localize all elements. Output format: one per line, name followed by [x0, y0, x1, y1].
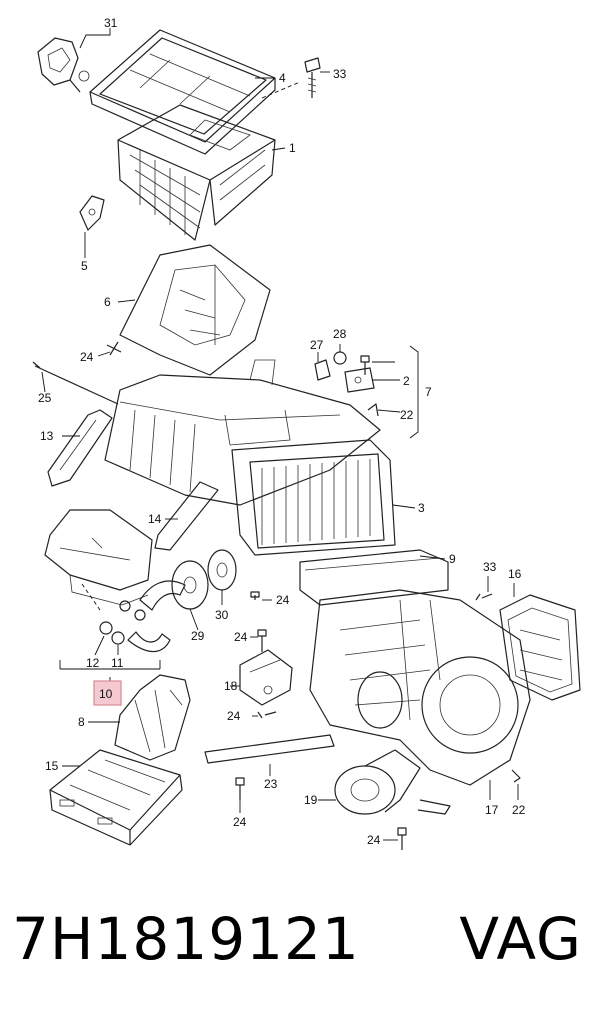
- callout-label: 33: [483, 560, 497, 574]
- callout-label: 24: [80, 350, 94, 364]
- callout-label: 22: [512, 803, 526, 817]
- exploded-parts-diagram: 31 4 33 1 5 6 27 28 24 25 2 7 22 13 3 14…: [32, 16, 581, 850]
- callout-label: 7: [425, 385, 432, 399]
- callout-label: 18: [224, 679, 238, 693]
- callout-label: 5: [81, 259, 88, 273]
- part-17-blower-housing: [309, 589, 531, 786]
- part-30-ring: [207, 549, 237, 591]
- callout-label: 9: [449, 552, 456, 566]
- callout-label: 25: [38, 391, 52, 405]
- part-22-clips: [367, 403, 521, 783]
- callout-label: 16: [508, 567, 522, 581]
- parts-27-28-fittings: [314, 351, 347, 381]
- part-13-seal: [47, 409, 113, 487]
- callout-label: 29: [191, 629, 205, 643]
- part-29-ring: [171, 560, 209, 610]
- callout-label: 15: [45, 759, 59, 773]
- callout-label: 33: [333, 67, 347, 81]
- callout-label: 17: [485, 803, 499, 817]
- screws: [106, 341, 493, 850]
- part-19-motor: [334, 749, 451, 815]
- part-14-strip: [154, 481, 219, 551]
- callout-label: 13: [40, 429, 54, 443]
- part-4-frame: [89, 29, 276, 155]
- callout-label: 11: [111, 656, 124, 670]
- callout-label: 8: [78, 715, 85, 729]
- part-10-tray: [44, 509, 153, 606]
- part-8-duct: [114, 674, 191, 761]
- callout-label: 6: [104, 295, 111, 309]
- callout-label: 14: [148, 512, 162, 526]
- parts-11-12-nozzles: [99, 600, 146, 645]
- lower-housing: [104, 359, 381, 506]
- callout-label: 23: [264, 777, 278, 791]
- part-5-clip: [79, 195, 105, 231]
- part-25-rod: [32, 361, 119, 405]
- callout-label: 22: [400, 408, 414, 422]
- part-9-filter: [299, 549, 449, 606]
- callout-label: 24: [233, 815, 247, 829]
- callout-label: 27: [310, 338, 324, 352]
- part-6-case-cover: [119, 244, 271, 376]
- callout-label: 1: [289, 141, 296, 155]
- callout-label: 30: [215, 608, 229, 622]
- callout-label: 2: [403, 374, 410, 388]
- part-1-upper-housing: [117, 104, 276, 241]
- part-33-screw-top: [304, 57, 321, 98]
- callout-label: 10: [99, 687, 113, 701]
- part-number: 7H1819121: [12, 905, 360, 973]
- part-15-bottom-tray: [49, 749, 183, 846]
- callout-label: 4: [279, 71, 286, 85]
- callout-label: 24: [367, 833, 381, 847]
- callout-label: 24: [276, 593, 290, 607]
- callout-label: 19: [304, 793, 318, 807]
- highlighted-callout-box: [93, 680, 122, 706]
- part-3-core: [231, 439, 396, 556]
- callout-label: 31: [104, 16, 118, 30]
- part-16-frame: [499, 594, 581, 701]
- callout-label: 12: [86, 656, 100, 670]
- brand-label: VAG: [459, 905, 582, 973]
- hose: [127, 580, 186, 653]
- callout-label: 28: [333, 327, 347, 341]
- leader-lines: [41, 28, 519, 841]
- part-23-strip: [204, 734, 335, 764]
- part-31-bracket: [37, 37, 90, 93]
- callout-label: 24: [227, 709, 241, 723]
- part-18-actuator: [239, 649, 293, 706]
- part-2-bracket: [344, 367, 375, 393]
- callout-label: 3: [418, 501, 425, 515]
- callout-label: 24: [234, 630, 248, 644]
- callout-labels: 31 4 33 1 5 6 27 28 24 25 2 7 22 13 3 14…: [38, 16, 526, 847]
